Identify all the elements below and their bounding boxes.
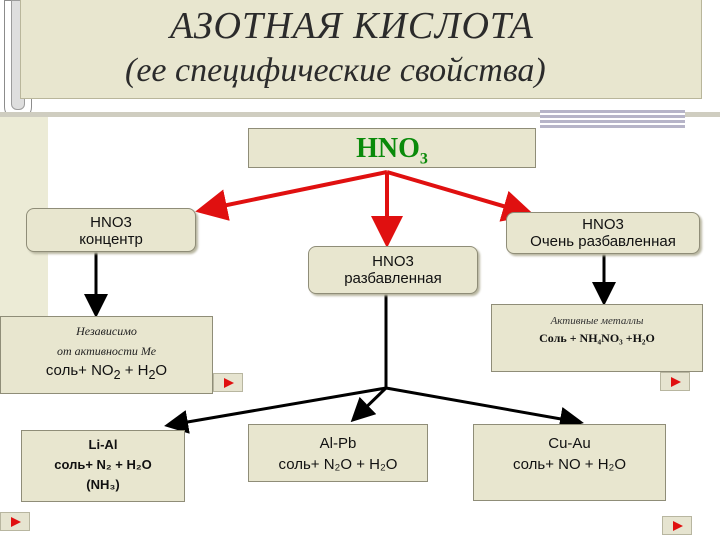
title-banner: [20, 0, 702, 99]
dilute-line2: разбавленная: [344, 270, 442, 287]
metal-formula-al-pb: соль+ N₂O + H₂O: [278, 456, 398, 473]
metal-box-li-al: Li-Al соль+ N₂ + H₂O (NH₃): [21, 430, 185, 502]
arrow-li-al: [164, 386, 387, 434]
root-acid-label: HNO: [356, 133, 420, 164]
arrow-al-pb: [350, 386, 388, 423]
play-arrow-icon[interactable]: [213, 373, 243, 392]
play-arrow-icon[interactable]: [0, 512, 30, 531]
very-dilute-line2: Очень разбавленная: [530, 233, 676, 250]
black-arrows: [84, 252, 616, 434]
page-title: АЗОТНАЯ КИСЛОТА: [170, 5, 534, 47]
very-dilute-result-box: Активные металлы Соль + NH₄NO₃ +H₂O: [491, 304, 703, 372]
play-arrow-icon[interactable]: [660, 372, 690, 391]
metal-box-al-pb: Al-Pb соль+ N₂O + H₂O: [248, 424, 428, 482]
red-arrows: [195, 170, 535, 248]
page-subtitle: (ее специфические свойства): [125, 52, 546, 89]
conc-formula-prefix: соль+ NO: [45, 362, 114, 379]
root-acid-subscript: 3: [419, 150, 428, 168]
very-dilute-result-formula: Соль + NH₄NO₃ +H₂O: [539, 331, 655, 345]
conc-result-formula: соль+ NO2 + H2O: [1, 361, 212, 385]
arrow-to-very-dilute: [386, 170, 535, 222]
metal-formula-li-al: соль+ N₂ + H₂O: [54, 457, 152, 472]
very-dilute-line1: HNO3: [582, 216, 624, 233]
conc-formula-sub1: 2: [113, 368, 121, 382]
concentrated-line2: концентр: [79, 231, 143, 248]
conc-formula-mid: + H: [120, 362, 149, 379]
arrow-cu-au: [385, 386, 584, 431]
dilute-box: HNO3 разбавленная: [308, 246, 478, 294]
decorative-stripes: [540, 110, 685, 128]
divider-strip: [0, 112, 720, 117]
play-arrow-icon[interactable]: [662, 516, 692, 535]
very-dilute-result-line1: Активные металлы: [550, 315, 644, 327]
arrow-to-concentrated: [195, 170, 388, 221]
concentrated-box: HNO3 концентр: [26, 208, 196, 252]
conc-result-line1: Независимо: [76, 324, 137, 338]
metal-extra-li-al: (NH₃): [86, 477, 120, 492]
metal-box-cu-au: Cu-Au соль+ NO + H₂O: [473, 424, 666, 501]
root-acid-formula: HNO3: [356, 133, 428, 168]
metal-range-li-al: Li-Al: [88, 437, 118, 452]
conc-formula-sub2: 2: [148, 368, 156, 382]
metal-range-al-pb: Al-Pb: [319, 435, 357, 452]
root-acid-box: HNO3: [248, 128, 536, 168]
very-dilute-box: HNO3 Очень разбавленная: [506, 212, 700, 254]
metal-formula-cu-au: соль+ NO + H₂O: [512, 456, 627, 473]
concentrated-result-box: Независимо от активности Ме соль+ NO2 + …: [0, 316, 213, 394]
metal-range-cu-au: Cu-Au: [548, 435, 591, 452]
dilute-line1: HNO3: [372, 253, 414, 270]
concentrated-line1: HNO3: [90, 214, 132, 231]
conc-result-line2: от активности Ме: [56, 344, 157, 358]
conc-formula-suffix: O: [155, 362, 168, 379]
